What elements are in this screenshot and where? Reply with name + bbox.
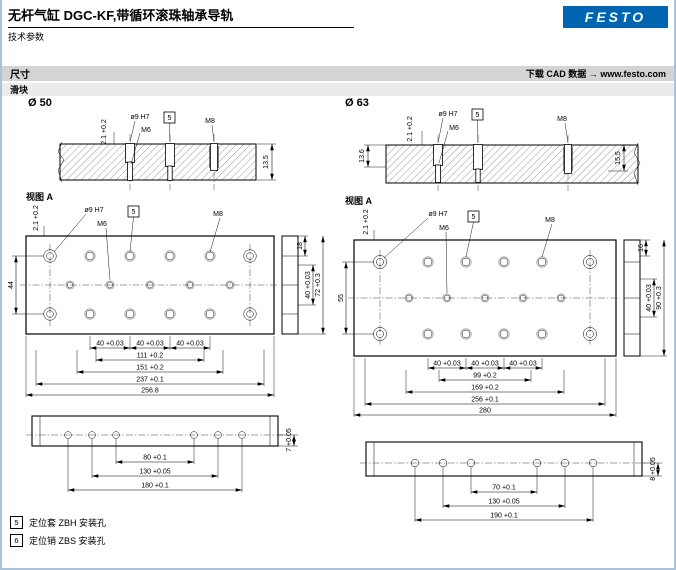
- dim-thread-large: M8: [205, 118, 215, 125]
- dim-c237: 237 +0.1: [136, 377, 164, 384]
- drawing-50-plan: 2.1 +0.2 ø9 H7 M6 5 M8 44 18 40 +0.03 72: [8, 205, 326, 397]
- side-body: [360, 441, 648, 477]
- dim-thread-large: M8: [213, 211, 223, 218]
- dim-height: 8 +0.05: [650, 457, 657, 481]
- dim-c130: 130 +0.05: [488, 499, 519, 506]
- drawing-63-side: 8 +0.05 70 +0.1 130 +0.05 190 +0.1: [360, 441, 662, 522]
- section-body: [385, 135, 641, 191]
- dim-c280: 280: [479, 408, 491, 415]
- sub-bar-label: 滑块: [10, 85, 29, 95]
- dim-right-top: 18: [297, 242, 304, 250]
- dim-seg40: 40 +0.03: [176, 341, 204, 348]
- dim-seg40: 40 +0.03: [433, 361, 461, 368]
- dim-height: 15.5: [615, 151, 622, 165]
- dim-thread-small: M6: [439, 225, 449, 232]
- footnote-ref-5: 5: [10, 516, 23, 529]
- dim-c70: 70 +0.1: [492, 485, 516, 492]
- dim-depth: 2.1 +0.2: [407, 116, 414, 142]
- view-a-label-50: 视图 A: [26, 192, 54, 202]
- dim-right-full: 72 +0.3: [315, 273, 322, 297]
- page-subtitle: 技术参数: [8, 32, 45, 42]
- header: 无杆气缸 DGC-KF,带循环滚珠轴承导轨: [8, 5, 354, 28]
- footnote-zbh: 5 定位套 ZBH 安装孔: [10, 516, 106, 529]
- page-border-right: [674, 0, 676, 570]
- page-border-bottom: [0, 568, 676, 570]
- dim-c80: 80 +0.1: [143, 455, 167, 462]
- drawing-50-section: 2.1 +0.2 ø9 H7 M6 5 M8 13.5: [57, 111, 276, 190]
- dim-height: 7 +0.05: [286, 428, 293, 452]
- dim-depth: 2.1 +0.2: [363, 209, 370, 235]
- dim-c99: 99 +0.2: [473, 373, 497, 380]
- dim-c151: 151 +0.2: [136, 365, 164, 372]
- dim-left: 13.6: [359, 149, 366, 163]
- dim-thread-small: M6: [141, 127, 151, 134]
- dim-height: 13.5: [263, 155, 270, 169]
- section-dimensions: 2.1 +0.2 ø9 H7 M6 5 M8 13.5: [101, 111, 276, 181]
- dim-right-full: 90 +0.3: [656, 286, 663, 310]
- dim-hole: ø9 H7: [438, 111, 457, 118]
- dim-seg40: 40 +0.03: [136, 341, 164, 348]
- side-dimensions: 8 +0.05 70 +0.1 130 +0.05 190 +0.1: [414, 457, 662, 522]
- dim-depth: 2.1 +0.2: [101, 119, 108, 145]
- section-bar: 尺寸 下载 CAD 数据 → www.festo.com: [2, 66, 674, 81]
- plan-body: [348, 239, 641, 357]
- size-label-50: Ø 50: [28, 97, 52, 109]
- plan-dimensions: 2.1 +0.2 ø9 H7 M6 5 M8 55 16 40 +0.03 90: [338, 209, 667, 417]
- dim-right-mid: 40 +0.03: [305, 271, 312, 299]
- dim-c111: 111 +0.2: [137, 353, 164, 360]
- dim-thread-large: M8: [557, 116, 567, 123]
- size-label-63: Ø 63: [345, 97, 369, 109]
- festo-logo: FESTO: [563, 6, 668, 28]
- dim-hole: ø9 H7: [84, 207, 103, 214]
- dim-seg40: 40 +0.03: [471, 361, 499, 368]
- footnote-text-zbs: 定位销 ZBS 安装孔: [29, 536, 106, 546]
- section-body: [57, 134, 257, 190]
- plan-holes: [43, 249, 257, 321]
- dim-c256: 256.8: [141, 388, 159, 395]
- side-dimensions: 7 +0.05 80 +0.1 130 +0.05 180 +0.1: [67, 428, 298, 492]
- ref-5-label: 5: [476, 112, 480, 119]
- ref-5-label: 5: [132, 209, 136, 216]
- dim-thread-small: M6: [97, 221, 107, 228]
- dim-hole: ø9 H7: [428, 211, 447, 218]
- dim-right-top: 16: [638, 244, 645, 252]
- dim-c180: 180 +0.1: [141, 483, 169, 490]
- section-dimensions: 13.6 2.1 +0.2 ø9 H7 M6 5 M8 15.5: [359, 108, 628, 172]
- view-a-label-63: 视图 A: [345, 196, 373, 206]
- dim-thread-large: M8: [545, 217, 555, 224]
- dim-left: 55: [338, 294, 345, 302]
- ref-5-label: 5: [472, 214, 476, 221]
- footnote-ref-6: 6: [10, 534, 23, 547]
- section-title: 尺寸: [10, 70, 30, 81]
- dim-right-mid: 40 +0.03: [646, 284, 653, 312]
- side-body: [26, 415, 284, 447]
- dim-depth: 2.1 +0.2: [33, 205, 40, 231]
- sub-bar: 滑块: [2, 83, 674, 96]
- page-title: 无杆气缸 DGC-KF,带循环滚珠轴承导轨: [8, 8, 234, 23]
- cad-download-link[interactable]: 下载 CAD 数据 → www.festo.com: [525, 69, 666, 79]
- dim-left: 44: [8, 281, 15, 289]
- page-border-left: [0, 0, 2, 570]
- dim-c130: 130 +0.05: [139, 469, 170, 476]
- dim-c256: 256 +0.1: [471, 397, 499, 404]
- dim-c169: 169 +0.2: [471, 385, 499, 392]
- dim-c190: 190 +0.1: [490, 513, 518, 520]
- drawing-63-plan: 2.1 +0.2 ø9 H7 M6 5 M8 55 16 40 +0.03 90: [338, 209, 667, 417]
- drawing-50-side: 7 +0.05 80 +0.1 130 +0.05 180 +0.1: [26, 415, 298, 492]
- dim-hole: ø9 H7: [130, 114, 149, 121]
- footnote-text-zbh: 定位套 ZBH 安装孔: [29, 518, 107, 528]
- plan-dimensions: 2.1 +0.2 ø9 H7 M6 5 M8 44 18 40 +0.03 72: [8, 205, 326, 397]
- drawing-63-section: 13.6 2.1 +0.2 ø9 H7 M6 5 M8 15.5: [359, 108, 641, 191]
- footnote-zbs: 6 定位销 ZBS 安装孔: [10, 534, 106, 547]
- dim-seg40: 40 +0.03: [509, 361, 537, 368]
- ref-5-label: 5: [168, 115, 172, 122]
- plan-body: [20, 235, 299, 335]
- dim-seg40: 40 +0.03: [96, 341, 124, 348]
- dim-thread-small: M6: [449, 125, 459, 132]
